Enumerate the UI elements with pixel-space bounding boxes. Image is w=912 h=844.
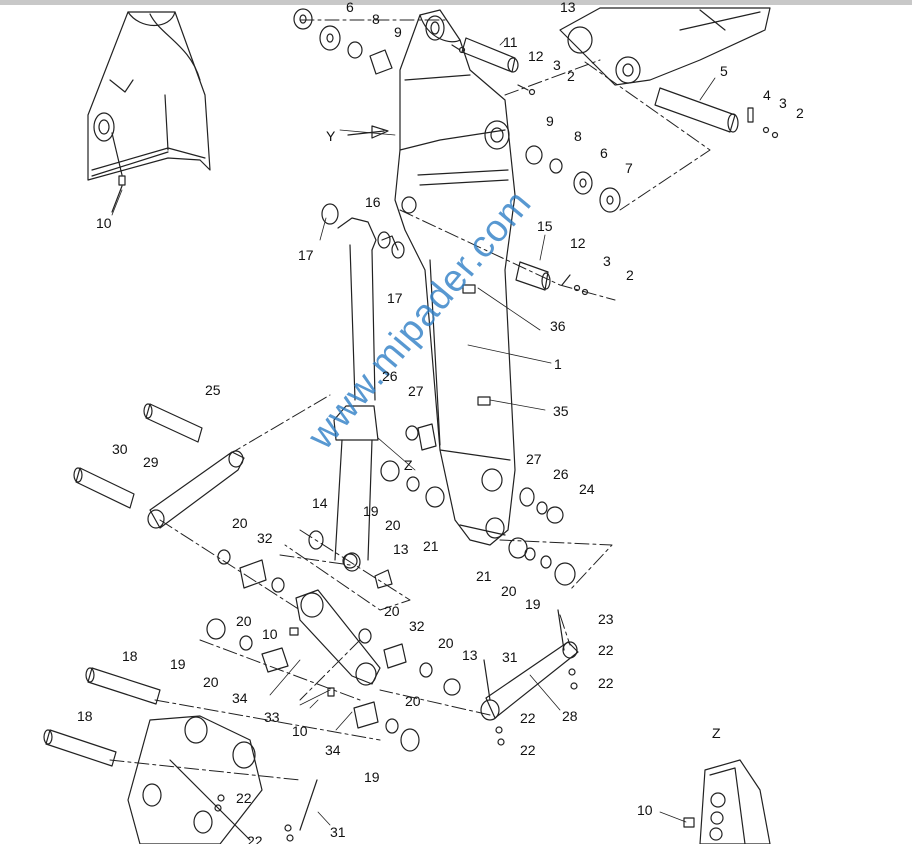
callout-2-top: 2 [567,68,575,84]
boom-cylinder [333,217,399,572]
callout-20-a: 20 [385,517,401,533]
callout-35: 35 [553,403,569,419]
callout-25: 25 [205,382,221,398]
z-view-detail [683,759,771,844]
callout-17-a: 17 [298,247,314,263]
callout-5: 5 [720,63,728,79]
callout-2-mid: 2 [626,267,634,283]
callout-10-topleft: 10 [96,215,112,231]
callout-10-bottom: 10 [637,802,653,818]
callout-12-top: 12 [528,48,544,64]
callout-13-mid: 13 [393,541,409,557]
callout-19-d: 19 [364,769,380,785]
callout-19-c: 19 [170,656,186,672]
callout-20-g: 20 [203,674,219,690]
bolts [214,44,779,842]
callout-20-d: 20 [236,613,252,629]
callout-33: 33 [264,709,280,725]
callout-14: 14 [312,495,328,511]
callout-13-low: 13 [462,647,478,663]
y-view-detail [87,11,211,213]
callout-7: 7 [625,160,633,176]
callout-32-a: 32 [257,530,273,546]
callout-20-b: 20 [232,515,248,531]
callout-4: 4 [763,87,771,103]
callout-11: 11 [503,34,518,50]
callout-3-mid: 3 [603,253,611,269]
callout-22-f: 22 [247,833,263,844]
callout-23: 23 [598,611,614,627]
callout-18-b: 18 [77,708,93,724]
callout-3-top: 3 [553,57,561,73]
callout-29: 29 [143,454,159,470]
callout-31-b: 31 [330,824,346,840]
callout-6-mid: 6 [600,145,608,161]
callout-3-right: 3 [779,95,787,111]
callout-20-c: 20 [501,583,517,599]
callout-8-mid: 8 [574,128,582,144]
pins [43,37,739,767]
callout-20-e: 20 [384,603,400,619]
callout-19-b: 19 [525,596,541,612]
callout-9-top: 9 [394,24,402,40]
callout-28: 28 [562,708,578,724]
callout-18-a: 18 [122,648,138,664]
y-view-label: Y [326,128,336,144]
boom-body [394,9,516,546]
callout-8-top: 8 [372,11,380,27]
y-view-arrow [347,125,389,139]
callout-13-top: 13 [560,0,576,15]
callout-27-b: 27 [526,451,542,467]
callout-26-b: 26 [553,466,569,482]
callout-16: 16 [365,194,381,210]
callout-10-mid: 10 [262,626,278,642]
callout-12-mid: 12 [570,235,586,251]
callout-22-b: 22 [598,675,614,691]
callout-21-a: 21 [423,538,439,554]
callout-22-a: 22 [598,642,614,658]
callout-34-b: 34 [325,742,341,758]
top-edge-bar [0,0,912,5]
callout-17-b: 17 [387,290,403,306]
callout-32-b: 32 [409,618,425,634]
links [147,450,579,721]
callout-36: 36 [550,318,566,334]
callout-26-a: 26 [382,368,398,384]
z-view-marker-label: Z [404,457,413,473]
callout-2-right: 2 [796,105,804,121]
assembly-lines [109,19,711,781]
callout-22-e: 22 [236,790,252,806]
callout-9-mid: 9 [546,113,554,129]
callout-21-b: 21 [476,568,492,584]
callout-34-a: 34 [232,690,248,706]
callout-30: 30 [112,441,128,457]
callout-6-top: 6 [346,0,354,15]
callout-15: 15 [537,218,553,234]
callout-20-h: 20 [405,693,421,709]
bucket-fragment [127,715,263,844]
washers [206,8,621,752]
callout-22-c: 22 [520,710,536,726]
arm-fragment [559,7,771,86]
callout-24: 24 [579,481,595,497]
callout-10-low: 10 [292,723,308,739]
callout-22-d: 22 [520,742,536,758]
callout-31-a: 31 [502,649,518,665]
z-detail-label: Z [712,725,721,741]
callout-20-f: 20 [438,635,454,651]
callout-19-a: 19 [363,503,379,519]
callout-1: 1 [554,356,562,372]
callout-27-a: 27 [408,383,424,399]
